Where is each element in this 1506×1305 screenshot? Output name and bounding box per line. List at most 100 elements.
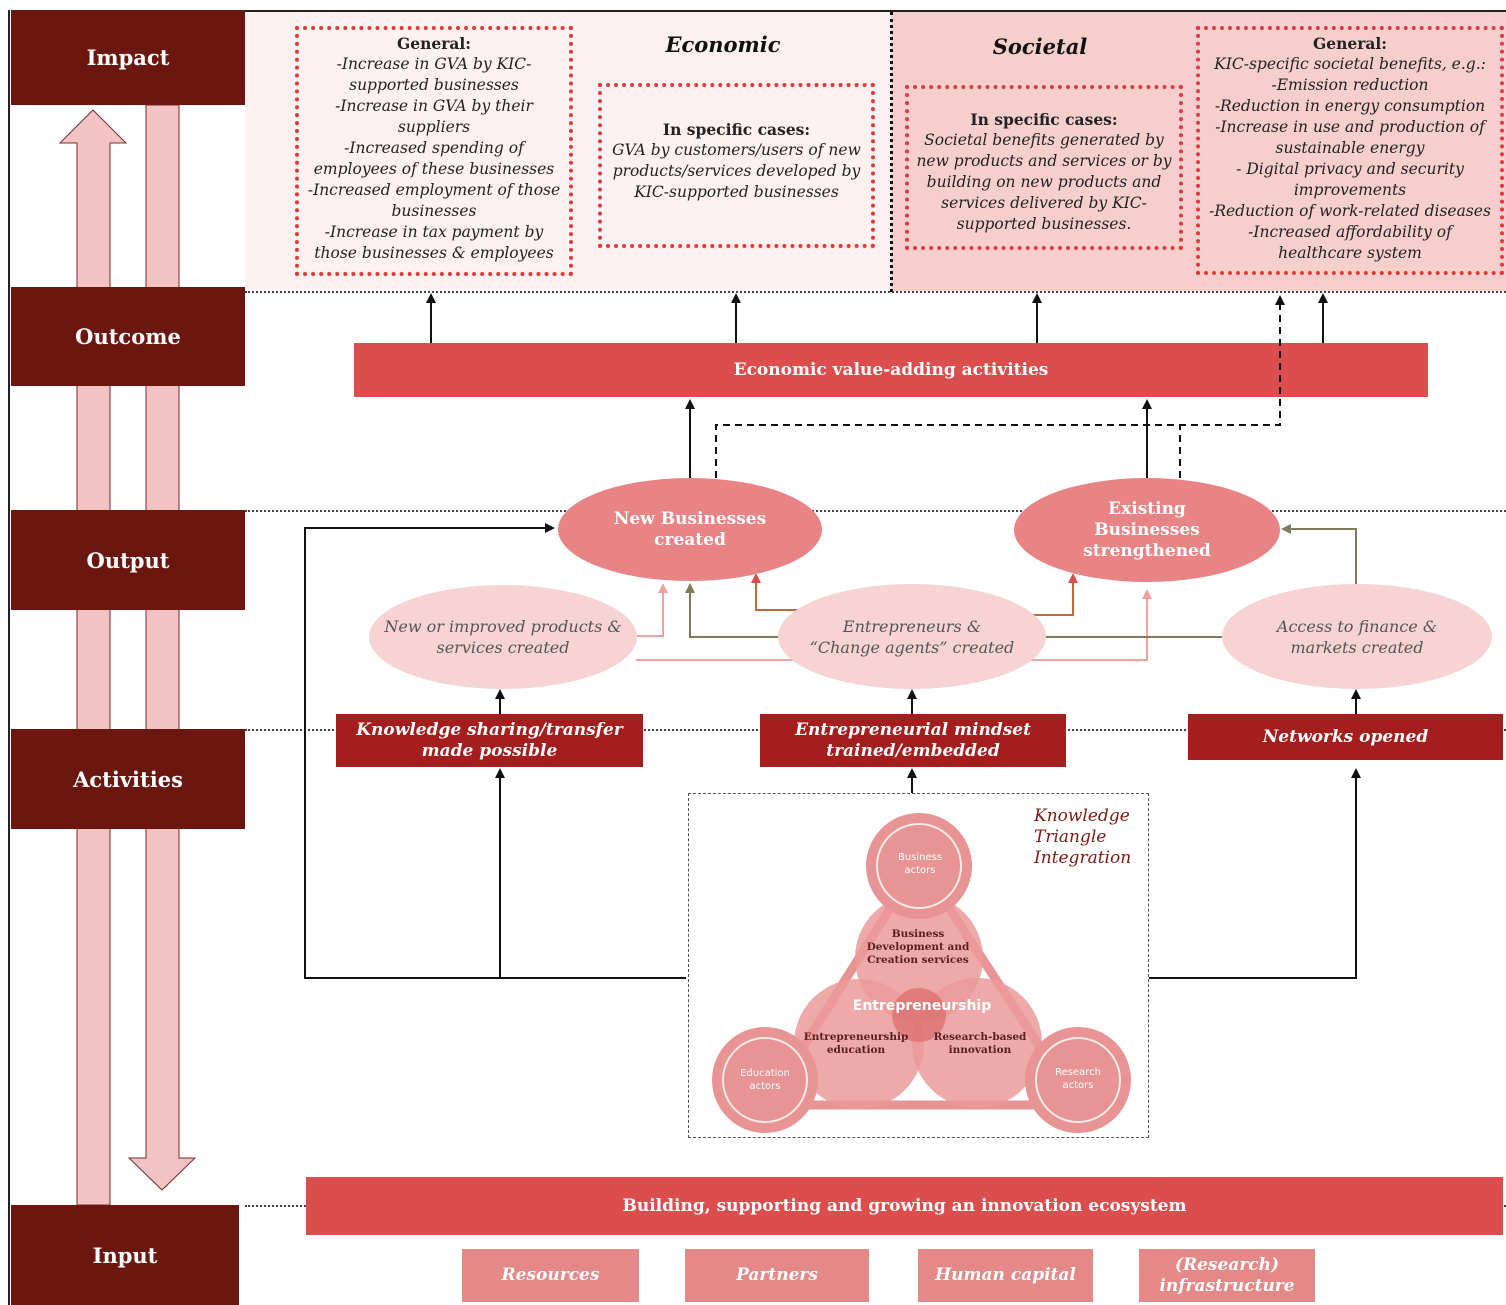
existing-businesses-line: Businesses: [1094, 519, 1200, 540]
research-actors-ring: [1035, 1037, 1121, 1123]
level-impact: Impact: [11, 10, 245, 105]
education-actors-ring: [722, 1037, 808, 1123]
economic-value-adding-label: Economic value-adding activities: [733, 360, 1049, 380]
econ-specific-box: In specific cases: GVA by customers/user…: [598, 83, 875, 248]
input-research-infrastructure: (Research)infrastructure: [1139, 1249, 1315, 1302]
orange-entrepreneurs-to-existing: [1030, 573, 1078, 616]
econ-general-title: General:: [396, 34, 472, 53]
input-resources-label: Resources: [501, 1265, 600, 1285]
new-businesses-line: created: [654, 529, 726, 550]
networks-box: Networks opened: [1188, 714, 1503, 760]
input-partners-label: Partners: [736, 1265, 818, 1285]
business-actors-ring: [876, 823, 962, 909]
level-outcome: Outcome: [11, 287, 245, 386]
level-activities: Activities: [11, 729, 245, 829]
econ-general-line: supported businesses: [349, 76, 519, 94]
bdcs-line: Development and: [866, 941, 970, 953]
networks-label: Networks opened: [1262, 726, 1429, 747]
research-innovation-line: Research-based: [933, 1031, 1027, 1043]
econ-general-line: employees of these businesses: [313, 160, 555, 178]
new-businesses-line: New Businesses: [613, 508, 767, 529]
economic-value-adding-bar: Economic value-adding activities: [354, 343, 1428, 397]
ent-education-line: education: [826, 1044, 886, 1056]
orange-entrepreneurs-to-new: [751, 573, 800, 611]
soc-general-line: - Digital privacy and security: [1236, 160, 1464, 178]
loop-right: [1149, 768, 1361, 979]
soc-general-line: -Emission reduction: [1271, 76, 1429, 94]
research-actors-label: Research actors: [1038, 1066, 1118, 1092]
econ-general-line: those businesses & employees: [314, 244, 554, 262]
kt-title-line: Triangle: [1034, 827, 1107, 847]
business-actors-label: Business actors: [880, 851, 960, 877]
business-actors-line: Business: [897, 852, 943, 863]
econ-general-line: suppliers: [397, 118, 471, 136]
separator-outcome-output: [245, 510, 1506, 512]
soc-general-line: sustainable energy: [1275, 139, 1425, 157]
impact-top-border: [245, 10, 1506, 12]
soc-specific-line: services delivered by KIC-: [941, 194, 1147, 212]
education-actors-line: actors: [749, 1081, 781, 1092]
research-actors-line: actors: [1062, 1080, 1094, 1091]
soc-general-line: -Increased affordability of: [1248, 223, 1452, 241]
level-output-label: Output: [86, 547, 170, 573]
research-actors-line: Research: [1055, 1067, 1101, 1078]
existing-businesses-line: Existing: [1108, 498, 1186, 519]
education-actors-line: Education: [740, 1068, 790, 1079]
pink-products-to-new: [636, 583, 668, 637]
existing-businesses-line: strengthened: [1083, 540, 1211, 561]
olive-entrepreneurs-to-new: [685, 583, 780, 638]
separator-impact-outcome: [245, 291, 1506, 293]
left-frame-line: [8, 10, 10, 1305]
input-infra-line: (Research): [1174, 1254, 1280, 1275]
level-input-label: Input: [92, 1242, 158, 1268]
bdcs-line: Business: [891, 928, 945, 940]
olive-finance-to-existing: [1281, 524, 1357, 584]
econ-specific-line: KIC-supported businesses: [634, 183, 839, 201]
entrepreneurs-oval: Entrepreneurs &“Change agents” created: [778, 584, 1046, 689]
dashed-link-new-businesses: [715, 295, 1285, 478]
soc-general-line: -Reduction in energy consumption: [1214, 97, 1486, 115]
kt-title-line: Knowledge: [1034, 806, 1130, 826]
entrepreneurship-label: Entrepreneurship: [852, 998, 992, 1014]
econ-general-line: businesses: [391, 202, 477, 220]
mindset-line: Entrepreneurial mindset: [795, 719, 1031, 740]
soc-general-line: -Reduction of work-related diseases: [1209, 202, 1491, 220]
soc-specific-line: Societal benefits generated by: [924, 131, 1164, 149]
soc-specific-box: In specific cases: Societal benefits gen…: [905, 85, 1183, 250]
entrepreneurship-core: [892, 988, 946, 1042]
econ-general-line: -Increased spending of: [344, 139, 524, 157]
input-partners: Partners: [685, 1249, 869, 1302]
econ-specific-line: GVA by customers/users of new: [612, 141, 861, 159]
ent-education-label: Entrepreneurship education: [798, 1031, 914, 1057]
level-output: Output: [11, 510, 245, 610]
loop-left: [304, 523, 686, 979]
knowledge-triangle-title: Knowledge Triangle Integration: [1034, 806, 1144, 869]
econ-general-line: -Increase in GVA by their: [335, 97, 533, 115]
soc-general-line: improvements: [1293, 181, 1407, 199]
economic-heading: Economic: [665, 32, 781, 57]
research-innovation-line: innovation: [948, 1044, 1012, 1056]
knowledge-line: Knowledge sharing/transfer: [356, 719, 623, 740]
soc-general-box: General: KIC-specific societal benefits,…: [1196, 26, 1504, 275]
input-infra-line: infrastructure: [1159, 1275, 1295, 1296]
kt-title-line: Integration: [1034, 848, 1132, 868]
research-actors-circle: [1025, 1027, 1131, 1133]
mindset-line: trained/embedded: [826, 740, 1000, 761]
ent-education-circle: [794, 979, 924, 1109]
ent-education-line: Entrepreneurship: [803, 1031, 909, 1043]
finance-line: Access to finance &: [1276, 616, 1438, 636]
soc-general-line: -Increase in use and production of: [1215, 118, 1485, 136]
soc-general-line: KIC-specific societal benefits, e.g.:: [1214, 55, 1486, 73]
products-oval: New or improved products &services creat…: [369, 585, 637, 689]
panel-divider: [890, 12, 893, 292]
business-actors-line: actors: [904, 865, 936, 876]
soc-general-title: General:: [1312, 34, 1388, 53]
input-human-capital-label: Human capital: [935, 1265, 1076, 1285]
input-human-capital: Human capital: [918, 1249, 1093, 1302]
education-actors-label: Education actors: [725, 1067, 805, 1093]
bdcs-line: Creation services: [867, 954, 969, 966]
